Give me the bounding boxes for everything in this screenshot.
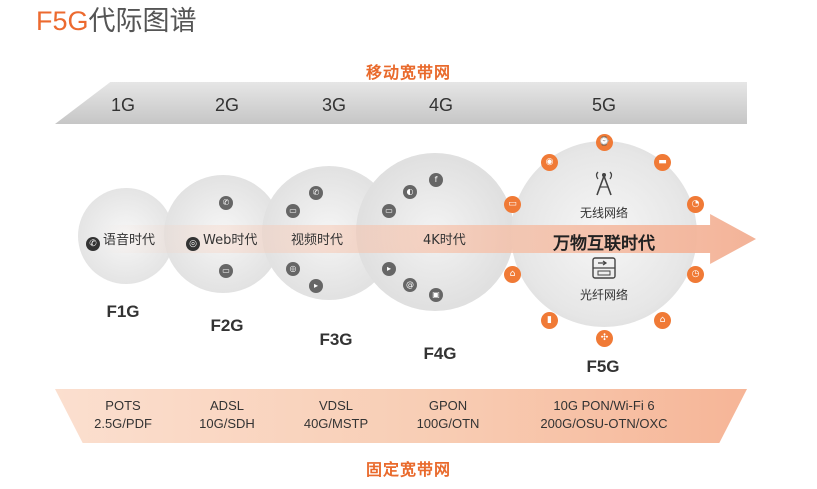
tech-f5g-line1: 10G PON/Wi-Fi 6 xyxy=(553,398,655,413)
tech-f1g: POTS 2.5G/PDF xyxy=(94,397,152,433)
fuel-pump-icon: ▮ xyxy=(541,312,558,329)
gen-f2g: F2G xyxy=(210,316,244,335)
tech-f2g-line1: ADSL xyxy=(210,398,244,413)
gen-4g: 4G xyxy=(428,95,453,115)
drone-icon: ✣ xyxy=(596,330,613,347)
email-icon: @ xyxy=(403,278,417,292)
era-web: ◎Web时代 xyxy=(186,231,257,251)
gen-f3g: F3G xyxy=(319,330,353,349)
era-web-label: Web时代 xyxy=(203,233,258,248)
chat-icon: ▭ xyxy=(219,264,233,278)
chat-icon: ▭ xyxy=(286,204,300,218)
phone-icon: ✆ xyxy=(86,237,100,251)
tech-f1g-line2: 2.5G/PDF xyxy=(94,416,152,431)
tech-f3g: VDSL 40G/MSTP xyxy=(304,397,368,433)
mobile-broadband-label: 移动宽带网 xyxy=(365,63,451,82)
tech-f5g-line2: 200G/OSU-OTN/OXC xyxy=(540,416,668,431)
tech-f4g-line2: 100G/OTN xyxy=(416,416,480,431)
phone-icon: ✆ xyxy=(309,186,323,200)
optical-terminal-icon xyxy=(592,257,616,279)
tech-f5g: 10G PON/Wi-Fi 6 200G/OSU-OTN/OXC xyxy=(540,397,667,433)
fiber-network-label: 光纤网络 xyxy=(579,288,628,302)
iot-era-label: 万物互联时代 xyxy=(553,234,655,254)
tech-f2g: ADSL 10G/SDH xyxy=(199,397,255,433)
gen-f5g: F5G xyxy=(586,357,620,376)
page-title: F5G代际图谱 xyxy=(36,6,197,37)
title-rest: 代际图谱 xyxy=(88,6,197,37)
antenna-icon xyxy=(595,171,613,196)
browser-icon: ◐ xyxy=(403,185,417,199)
era-video: 视频时代 xyxy=(291,231,343,251)
social-icon: f xyxy=(429,173,443,187)
gen-1g: 1G xyxy=(110,95,135,115)
traffic-light-icon: ◉ xyxy=(541,154,558,171)
chat-icon: ▭ xyxy=(382,204,396,218)
bank-icon: ⌂ xyxy=(654,312,671,329)
video-icon: ▸ xyxy=(382,262,396,276)
tech-f3g-line1: VDSL xyxy=(319,398,353,413)
era-voice: ✆语音时代 xyxy=(86,231,155,251)
web-icon: ◎ xyxy=(286,262,300,276)
era-4k-label: 4K时代 xyxy=(423,233,466,248)
gamepad-icon: ▣ xyxy=(429,288,443,302)
era-voice-label: 语音时代 xyxy=(103,233,156,248)
factory-icon: ⌂ xyxy=(504,266,521,283)
vehicle-icon: ▬ xyxy=(654,154,671,171)
era-4k: 4K时代 xyxy=(423,231,466,251)
tech-f1g-line1: POTS xyxy=(105,398,141,413)
gen-2g: 2G xyxy=(214,95,239,115)
play-icon: ▸ xyxy=(309,279,323,293)
gen-3g: 3G xyxy=(321,95,346,115)
tech-f3g-line2: 40G/MSTP xyxy=(303,416,369,431)
tech-f2g-line2: 10G/SDH xyxy=(199,416,255,431)
meter-icon: ◷ xyxy=(687,266,704,283)
fixed-broadband-label: 固定宽带网 xyxy=(365,460,451,479)
watch-icon: ⌚ xyxy=(596,134,613,151)
tech-f4g: GPON 100G/OTN xyxy=(417,397,480,433)
fixed-band xyxy=(55,389,747,443)
wireless-network-label: 无线网络 xyxy=(579,206,628,220)
title-accent: F5G xyxy=(36,6,89,36)
gen-f4g: F4G xyxy=(423,344,457,363)
chat-icon: ◎ xyxy=(186,237,200,251)
gen-5g: 5G xyxy=(591,95,616,115)
era-video-label: 视频时代 xyxy=(291,233,344,248)
mobile-band xyxy=(55,82,747,124)
tech-f4g-line1: GPON xyxy=(428,398,468,413)
dish-icon: ◔ xyxy=(687,196,704,213)
phone-icon: ✆ xyxy=(219,196,233,210)
car-icon: ▭ xyxy=(504,196,521,213)
gen-f1g: F1G xyxy=(106,302,140,321)
